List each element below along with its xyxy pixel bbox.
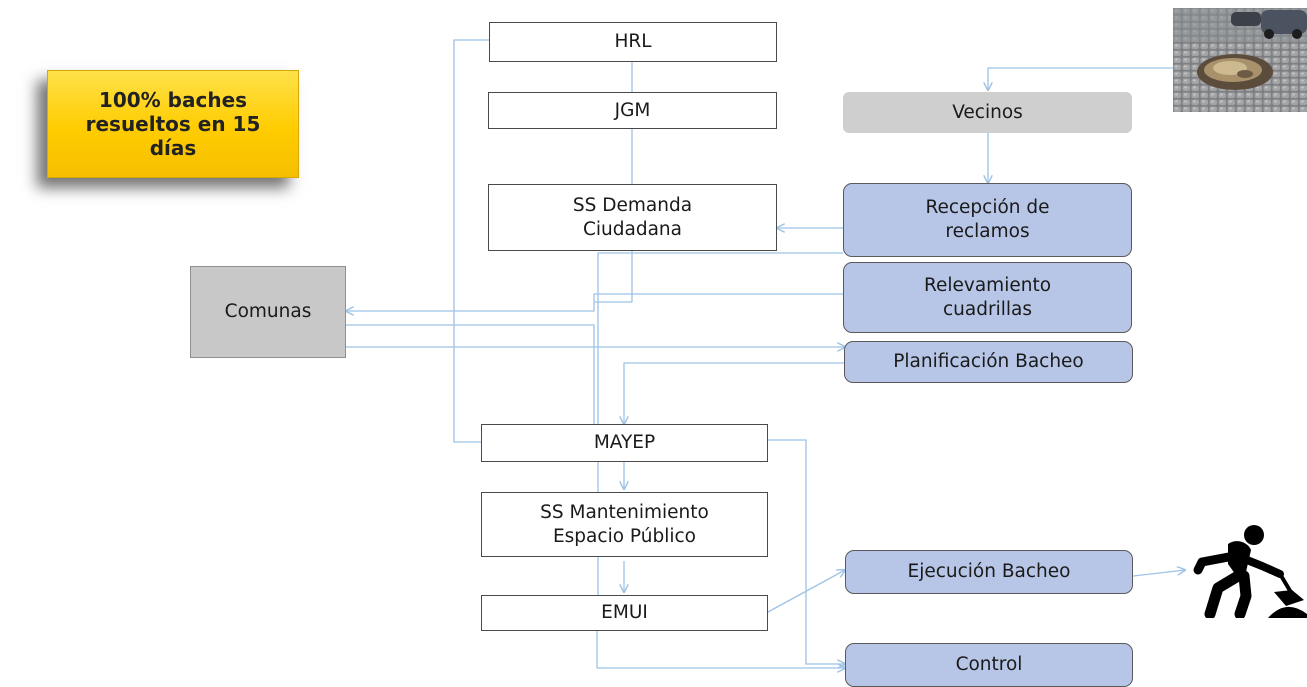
node-ss-demanda-line-1: SS Demanda (572, 194, 693, 216)
node-ss-demanda-ciudadana: SS Demanda Ciudadana (488, 184, 777, 251)
node-jgm-label: JGM (614, 99, 651, 121)
node-planificacion-label: Planificación Bacheo (893, 351, 1084, 373)
kpi-line-1: 100% baches (98, 88, 248, 112)
node-emui-label: EMUI (601, 602, 648, 624)
arrow-emui-ejecucion (767, 570, 845, 613)
link-comunas-mayep (346, 324, 595, 424)
node-relevamiento-line-2: cuadrillas (943, 298, 1032, 320)
arrow-photo-vecinos (988, 67, 1173, 90)
node-recepcion-line-1: Recepción de (925, 197, 1050, 219)
node-mayep-label: MAYEP (593, 432, 656, 454)
arrow-relevamiento-comunas (346, 293, 843, 311)
kpi-line-3: días (149, 136, 197, 160)
node-ss-mantenimiento-line-2: Espacio Público (552, 525, 696, 547)
node-emui: EMUI (481, 595, 768, 631)
arrow-ejecucion-worker (1132, 570, 1185, 577)
node-ss-mantenimiento-line-1: SS Mantenimiento (540, 501, 709, 523)
node-jgm: JGM (488, 92, 777, 129)
node-comunas-label: Comunas (224, 301, 312, 323)
arrow-planificacion-mayep (624, 362, 844, 424)
arrow-mayep-control (768, 439, 845, 664)
link-hrl-mayep (453, 39, 489, 443)
road-worker-icon (1188, 522, 1307, 620)
node-comunas: Comunas (190, 266, 346, 358)
node-control: Control (845, 643, 1133, 687)
pothole-photo-icon (1173, 8, 1307, 112)
node-relevamiento-line-1: Relevamiento (923, 274, 1052, 296)
node-recepcion-line-2: reclamos (945, 221, 1030, 242)
node-vecinos-label: Vecinos (952, 101, 1023, 123)
node-ss-demanda-line-2: Ciudadana (582, 218, 682, 240)
node-ejecucion-label: Ejecución Bacheo (907, 561, 1071, 583)
node-mayep: MAYEP (481, 424, 768, 462)
node-ss-mantenimiento: SS Mantenimiento Espacio Público (481, 492, 768, 557)
kpi-line-2: resueltos en 15 (85, 112, 261, 136)
node-hrl: HRL (489, 22, 777, 62)
node-relevamiento-cuadrillas: Relevamiento cuadrillas (843, 262, 1132, 333)
node-hrl-label: HRL (614, 31, 652, 53)
kpi-callout: 100% baches resueltos en 15 días (47, 70, 299, 178)
node-control-label: Control (955, 654, 1023, 676)
node-planificacion-bacheo: Planificación Bacheo (844, 341, 1133, 383)
node-vecinos: Vecinos (843, 92, 1132, 133)
arrow-emui-control (596, 631, 845, 668)
node-recepcion-reclamos: Recepción de reclamos (843, 183, 1132, 257)
link-recepcion-mayep (597, 252, 843, 424)
node-ejecucion-bacheo: Ejecución Bacheo (845, 550, 1133, 594)
